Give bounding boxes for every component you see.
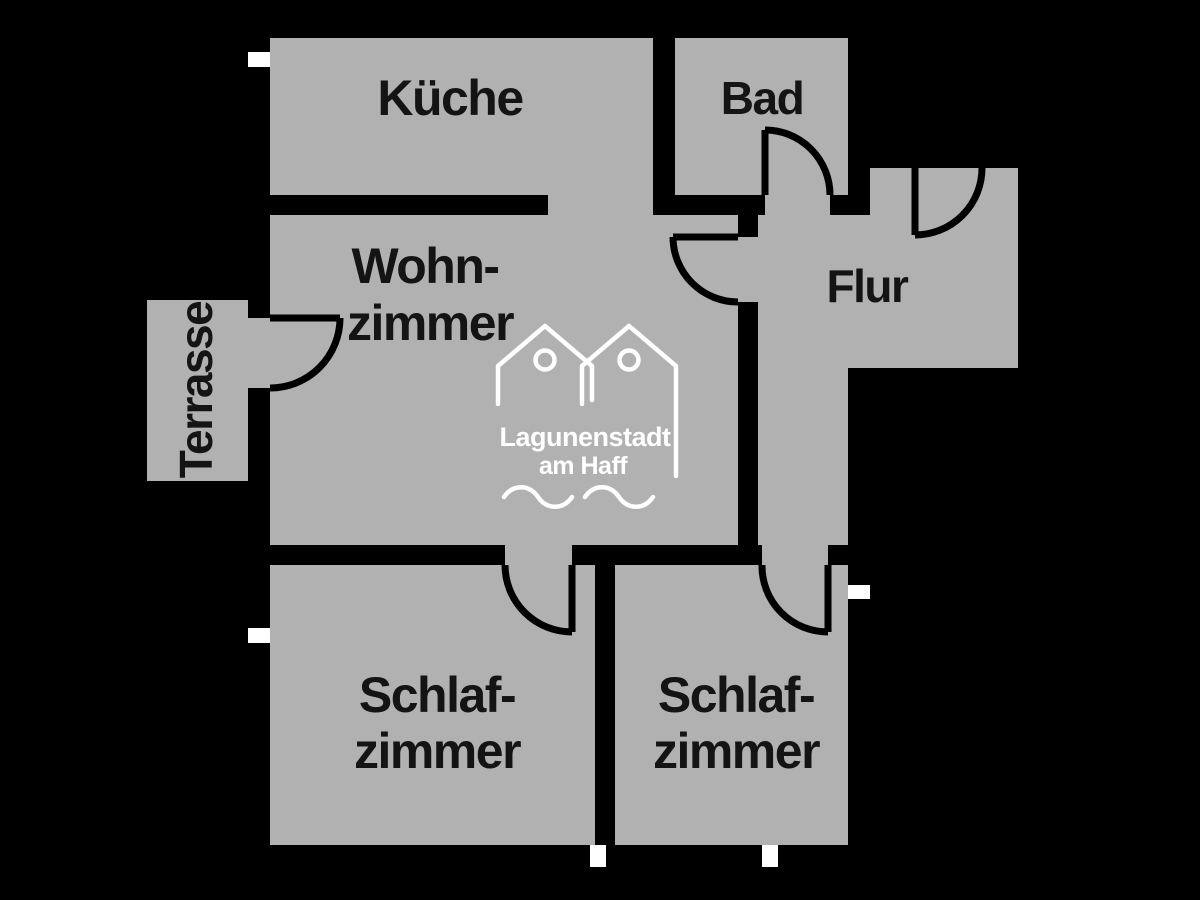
wall-segment: [595, 545, 615, 867]
wall-segment: [653, 38, 675, 215]
wall-segment: [828, 545, 848, 565]
logo-wave-left-icon: [501, 485, 575, 509]
wall-segment: [1018, 146, 1040, 390]
wall-break: [248, 52, 270, 67]
room-label-wohnzimmer-line1: Wohn-: [351, 238, 498, 294]
door-terrasse: [269, 314, 344, 392]
watermark-logo: Lagunenstadt am Haff: [495, 323, 679, 509]
wall-segment: [848, 390, 870, 867]
logo-house-left-icon: [495, 323, 595, 407]
interior-walls: [270, 38, 848, 867]
door-swing-arc: [758, 564, 829, 636]
room-label-wohnzimmer-line2: zimmer: [347, 295, 514, 351]
wall-segment: [675, 195, 765, 215]
logo-house-left-window-icon: [533, 348, 557, 372]
wall-segment: [848, 368, 1040, 390]
wall-break-marks: [248, 52, 870, 867]
door-wohnzimmer: [669, 233, 739, 306]
door-swing-arc: [669, 236, 739, 306]
outer-walls: [128, 16, 1040, 867]
door-swing-arc: [914, 167, 986, 239]
wall-segment: [848, 16, 870, 215]
door-bad: [761, 126, 834, 196]
door-schlafzimmer-links: [501, 564, 576, 636]
wall-break: [248, 628, 270, 643]
doors: [269, 126, 986, 636]
watermark-text-line1: Lagunenstadt: [499, 422, 671, 452]
room-labels: Küche Bad Wohn- zimmer Flur Terrasse Sch…: [170, 70, 911, 779]
door-entry: [911, 167, 986, 239]
door-swing-arc: [501, 564, 573, 636]
logo-wave-right-icon: [582, 485, 656, 509]
room-label-schlafzimmer-rechts-line2: zimmer: [653, 723, 820, 779]
wall-segment: [270, 545, 505, 565]
wall-segment: [248, 388, 270, 867]
wall-break: [590, 845, 606, 867]
watermark-text-line2: am Haff: [539, 452, 628, 480]
room-label-flur: Flur: [827, 260, 909, 312]
wall-segment: [248, 16, 870, 38]
wall-segment: [248, 16, 270, 318]
room-label-bad: Bad: [721, 72, 803, 124]
wall-segment: [830, 195, 848, 215]
wall-break: [762, 845, 778, 867]
room-label-schlafzimmer-links-line2: zimmer: [354, 723, 521, 779]
door-schlafzimmer-rechts: [758, 564, 832, 636]
room-label-schlafzimmer-rechts-line1: Schlaf-: [658, 667, 814, 723]
door-swing-arc: [269, 317, 344, 392]
room-label-kueche: Küche: [377, 70, 523, 126]
wall-segment: [270, 195, 548, 215]
door-swing-arc: [764, 126, 834, 196]
wall-segment: [738, 302, 758, 565]
wall-segment-terrasse: [128, 281, 147, 500]
logo-house-right-icon: [579, 323, 679, 479]
room-label-schlafzimmer-links-line1: Schlaf-: [359, 667, 515, 723]
room-area-flur-extension: [848, 168, 1018, 368]
wall-segment-terrasse: [128, 481, 248, 500]
wall-segment-terrasse: [128, 281, 248, 300]
wall-segment: [248, 845, 870, 867]
logo-house-right-window-icon: [617, 348, 641, 372]
wall-segment: [738, 215, 758, 237]
wall-segment: [615, 545, 762, 565]
wall-break: [848, 585, 870, 599]
room-label-terrasse: Terrasse: [170, 301, 222, 478]
wall-segment: [870, 146, 915, 168]
